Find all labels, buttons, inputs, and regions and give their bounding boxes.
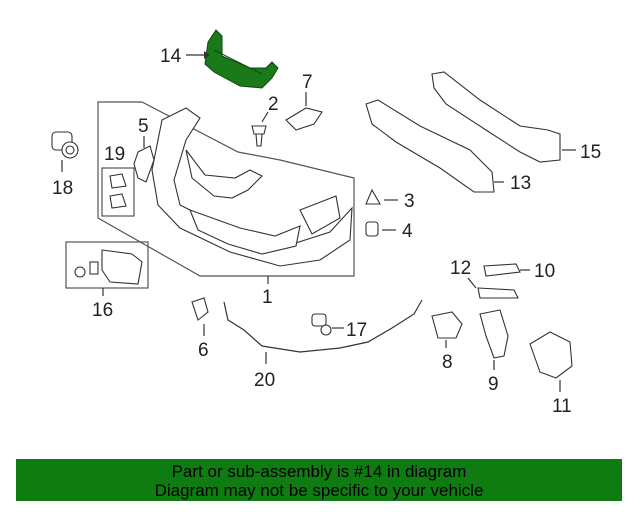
part-7-bracket[interactable] [285, 107, 323, 131]
leader-2 [261, 111, 269, 123]
part-19-clips[interactable] [109, 173, 127, 209]
callout-14[interactable]: 14 [160, 46, 182, 67]
part-3-clip[interactable] [365, 188, 381, 205]
callout-5[interactable]: 5 [138, 116, 149, 137]
banner-line-1: Part or sub-assembly is #14 in diagram [171, 462, 467, 481]
callout-8[interactable]: 8 [442, 352, 453, 373]
callout-3[interactable]: 3 [404, 191, 415, 212]
arrow-14 [204, 51, 210, 59]
banner-line-2: Diagram may not be specific to your vehi… [154, 481, 484, 500]
part-8-lamp[interactable] [431, 311, 463, 339]
part-18-sensor[interactable] [51, 131, 79, 159]
callout-12[interactable]: 12 [450, 258, 471, 279]
part-13-reinforcement[interactable] [365, 99, 495, 193]
callout-2[interactable]: 2 [268, 94, 279, 115]
callout-6[interactable]: 6 [198, 340, 209, 361]
callout-16[interactable]: 16 [92, 300, 113, 321]
callout-20[interactable]: 20 [254, 370, 275, 391]
part-17-sensor[interactable] [311, 313, 332, 336]
callout-11[interactable]: 11 [552, 396, 572, 417]
part-4-nut[interactable] [365, 221, 379, 237]
callout-1[interactable]: 1 [262, 287, 273, 308]
part-5-bracket[interactable] [133, 145, 155, 183]
part-20-harness[interactable] [223, 299, 423, 353]
part-2-clip[interactable] [251, 125, 267, 147]
part-15-beam[interactable] [431, 71, 561, 163]
callout-7[interactable]: 7 [302, 72, 313, 93]
callout-19[interactable]: 19 [104, 144, 125, 165]
part-11-bracket[interactable] [529, 331, 573, 379]
callout-17[interactable]: 17 [346, 320, 367, 341]
callout-15[interactable]: 15 [580, 142, 601, 163]
part-10-sensor[interactable] [483, 263, 521, 277]
callout-18[interactable]: 18 [52, 178, 73, 199]
part-12-bracket[interactable] [477, 287, 519, 299]
callout-9[interactable]: 9 [488, 374, 499, 395]
part-19-box [101, 167, 135, 217]
part-16-bracket[interactable] [74, 249, 143, 285]
leader-12 [467, 277, 477, 289]
callout-10[interactable]: 10 [534, 261, 555, 282]
callout-4[interactable]: 4 [402, 221, 413, 242]
info-banner: Part or sub-assembly is #14 in diagram D… [16, 459, 622, 501]
part-6-cover[interactable] [191, 297, 209, 321]
parts-diagram: 14 1 5 19 18 16 2 7 [51, 29, 601, 417]
part-14-bracket[interactable] [204, 29, 279, 89]
part-1-bumper-cover[interactable] [151, 107, 353, 267]
part-16-box [65, 241, 149, 289]
part-9-bracket[interactable] [479, 309, 509, 359]
callout-13[interactable]: 13 [510, 173, 531, 194]
